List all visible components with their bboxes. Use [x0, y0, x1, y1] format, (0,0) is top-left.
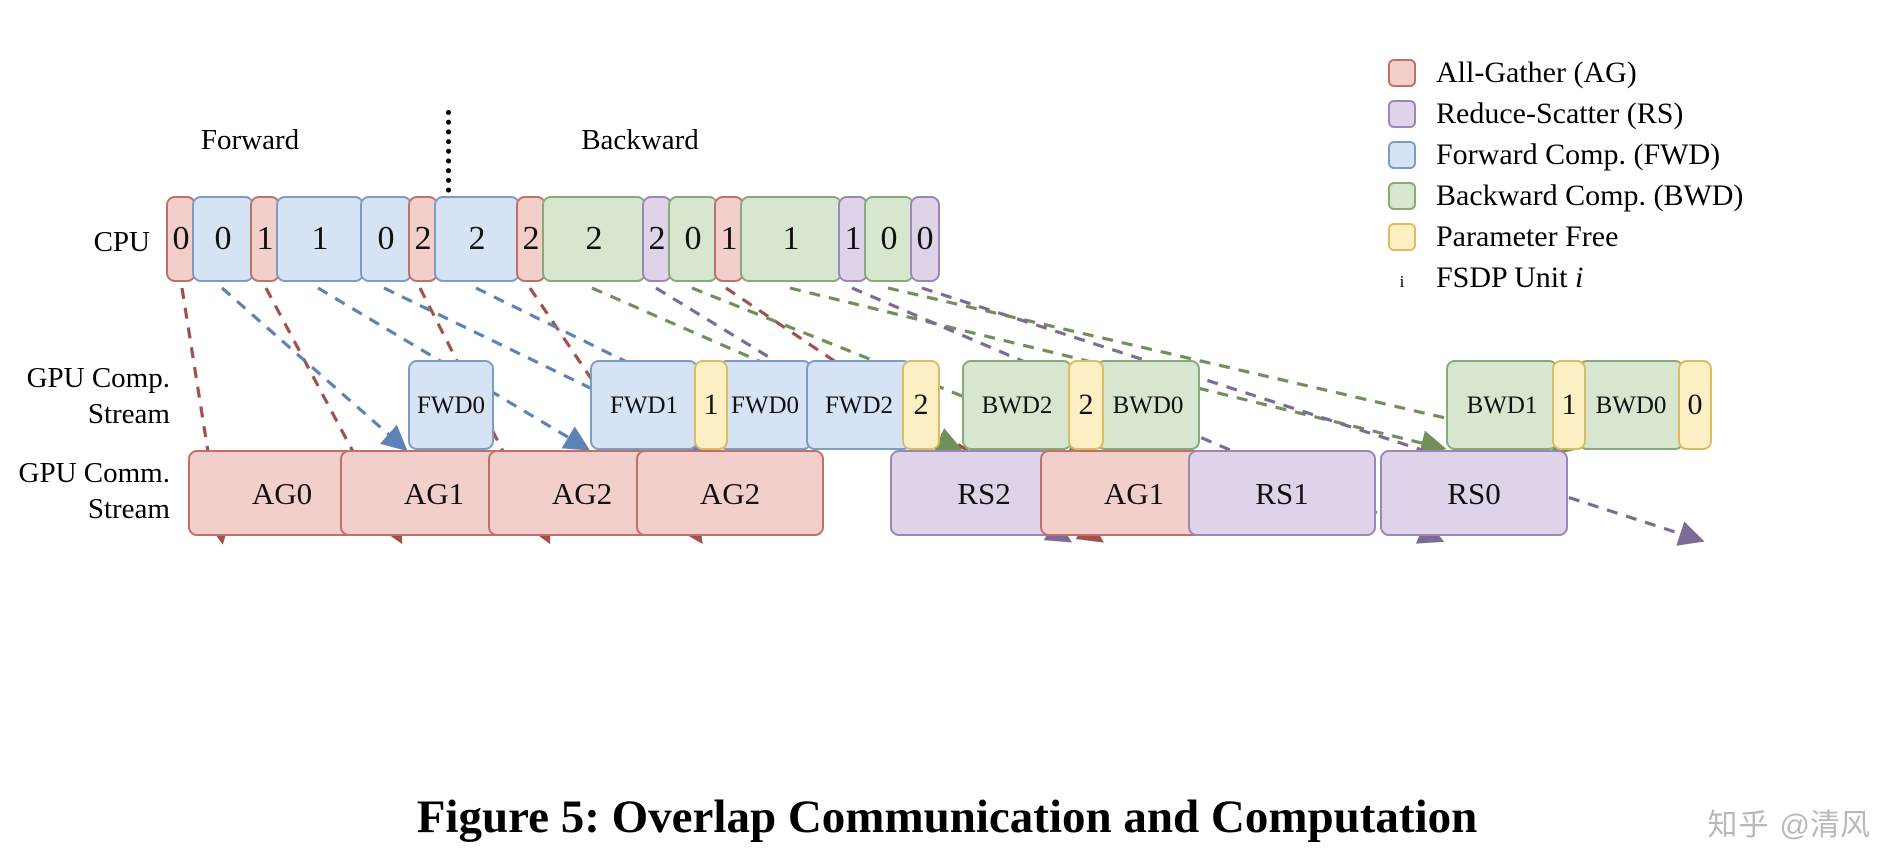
gpu-comp-block: FWD2: [806, 360, 912, 450]
cpu-block: 0: [166, 196, 196, 282]
gpu-comp-block-label: 1: [703, 388, 719, 421]
gpu-comp-block-label: FWD1: [609, 391, 679, 419]
row-label-gpu-comm-stream: GPU Comm. Stream: [18, 457, 170, 526]
legend-item-fwd: Forward Comp. (FWD): [1388, 134, 1743, 175]
cpu-block-label: 1: [720, 220, 738, 257]
gpu-comm-block-label: AG2: [551, 475, 613, 511]
phase-label-backward: Backward: [581, 124, 699, 156]
gpu-comp-block-label: FWD0: [730, 391, 800, 419]
cpu-block: 0: [910, 196, 940, 282]
legend-unit-index-icon: i: [1399, 271, 1405, 291]
cpu-block: 2: [434, 196, 520, 282]
legend-label: Reduce-Scatter (RS): [1436, 96, 1684, 130]
gpu-comp-block-label: BWD0: [1595, 391, 1667, 419]
gpu-comp-block: FWD0: [718, 360, 812, 450]
cpu-block: 1: [250, 196, 280, 282]
cpu-block-label: 1: [311, 220, 329, 257]
gpu-comm-block-label: AG1: [1103, 475, 1165, 511]
watermark: 知乎 @清风: [1708, 800, 1870, 844]
legend-item-pf: Parameter Free: [1388, 216, 1743, 257]
legend-item-unit: i FSDP Unit i: [1388, 257, 1743, 298]
gpu-comp-block: 2: [902, 360, 940, 450]
gpu-comp-block: 1: [694, 360, 728, 450]
gpu-comp-block: FWD0: [408, 360, 494, 450]
cpu-block-label: 2: [522, 220, 540, 257]
row-label-gpu-comp-stream: GPU Comp. Stream: [26, 362, 170, 431]
cpu-block-label: 0: [916, 220, 934, 257]
cpu-block-label: 1: [782, 220, 800, 257]
gpu-comp-block-label: FWD2: [824, 391, 894, 419]
gpu-comm-block: RS1: [1188, 450, 1376, 536]
cpu-block: 0: [192, 196, 254, 282]
gpu-comp-block: 2: [1068, 360, 1104, 450]
cpu-block: 1: [714, 196, 744, 282]
legend-item-ag: All-Gather (AG): [1388, 52, 1743, 93]
gpu-comp-block: 0: [1678, 360, 1712, 450]
legend: All-Gather (AG) Reduce-Scatter (RS) Forwar…: [1388, 52, 1743, 298]
legend-label: Backward Comp. (BWD): [1436, 178, 1744, 212]
legend-label: Forward Comp. (FWD): [1436, 137, 1721, 171]
gpu-comp-block: BWD1: [1446, 360, 1558, 450]
gpu-comp-block: FWD1: [590, 360, 698, 450]
legend-swatch-ag-icon: [1388, 58, 1416, 87]
cpu-block-label: 0: [684, 220, 702, 257]
legend-swatch-fwd-icon: [1388, 140, 1416, 169]
cpu-block: 0: [668, 196, 718, 282]
cpu-block: 0: [360, 196, 412, 282]
legend-label: All-Gather (AG): [1436, 55, 1637, 89]
cpu-block-label: 0: [377, 220, 395, 257]
legend-label: Parameter Free: [1436, 219, 1619, 253]
gpu-comp-block-label: 2: [1078, 388, 1094, 421]
gpu-comp-block: BWD2: [962, 360, 1072, 450]
forward-backward-divider: [446, 110, 451, 280]
gpu-comp-block-label: BWD2: [981, 391, 1053, 419]
cpu-block: 2: [408, 196, 438, 282]
figure-caption: Figure 5: Overlap Communication and Comp…: [416, 791, 1478, 843]
cpu-block-label: 2: [648, 220, 666, 257]
phase-label-forward: Forward: [200, 124, 300, 156]
row-label-cpu: CPU: [93, 226, 150, 258]
cpu-block: 2: [542, 196, 646, 282]
cpu-block: 1: [740, 196, 842, 282]
gpu-comm-block-label: AG2: [699, 475, 761, 511]
gpu-comm-block: AG2: [636, 450, 824, 536]
gpu-comp-block-label: BWD1: [1466, 391, 1538, 419]
legend-swatch-pf-icon: [1388, 222, 1416, 251]
legend-item-rs: Reduce-Scatter (RS): [1388, 93, 1743, 134]
cpu-block-label: 2: [468, 220, 486, 257]
cpu-block: 2: [642, 196, 672, 282]
legend-item-bwd: Backward Comp. (BWD): [1388, 175, 1743, 216]
legend-swatch-rs-icon: [1388, 99, 1416, 128]
gpu-comp-block: 1: [1552, 360, 1586, 450]
gpu-comm-block-label: AG1: [403, 475, 465, 511]
gpu-comp-block-label: FWD0: [416, 391, 486, 419]
cpu-block-label: 0: [880, 220, 898, 257]
gpu-comm-block-label: RS1: [1255, 475, 1309, 511]
cpu-block: 1: [276, 196, 364, 282]
gpu-comm-block: RS0: [1380, 450, 1568, 536]
gpu-comm-block-label: RS0: [1447, 475, 1501, 511]
watermark-text: @清风: [1779, 809, 1870, 842]
gpu-comp-block-label: 0: [1687, 388, 1703, 421]
gpu-comp-block-label: BWD0: [1112, 391, 1184, 419]
gpu-comp-block: BWD0: [1578, 360, 1684, 450]
legend-label: FSDP Unit i: [1436, 260, 1584, 294]
cpu-block-label: 2: [585, 220, 603, 257]
legend-swatch-bwd-icon: [1388, 181, 1416, 210]
cpu-block-label: 2: [414, 220, 432, 257]
cpu-block: 0: [864, 196, 914, 282]
watermark-logo: 知乎: [1707, 809, 1770, 842]
cpu-block-label: 1: [844, 220, 862, 257]
gpu-comp-block: BWD0: [1096, 360, 1200, 450]
cpu-block-label: 1: [256, 220, 274, 257]
cpu-block-label: 0: [172, 220, 190, 257]
gpu-comp-block-label: 2: [913, 388, 929, 421]
cpu-block-label: 0: [214, 220, 232, 257]
gpu-comp-block-label: 1: [1561, 388, 1577, 421]
gpu-comm-block-label: RS2: [957, 475, 1011, 511]
gpu-comm-block-label: AG0: [251, 475, 313, 511]
